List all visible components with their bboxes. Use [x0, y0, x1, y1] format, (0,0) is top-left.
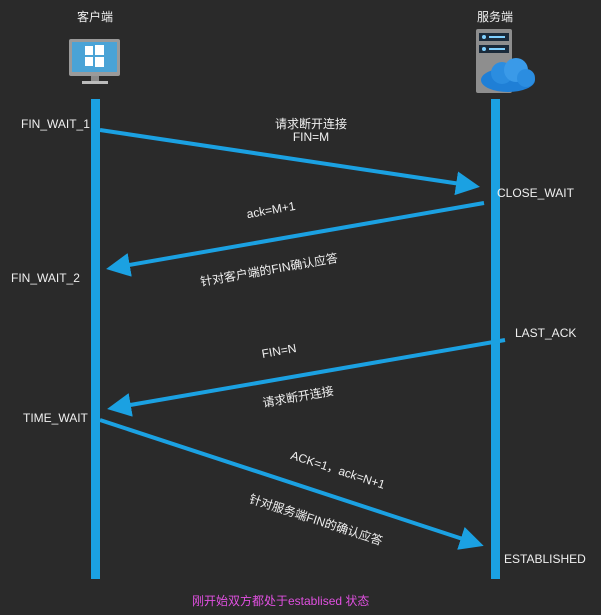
- client-lifeline: [91, 99, 100, 579]
- state-time-wait: TIME_WAIT: [23, 411, 88, 425]
- state-last-ack: LAST_ACK: [515, 326, 577, 340]
- windows-monitor-icon: [69, 39, 120, 84]
- server-lifeline: [491, 99, 500, 579]
- state-close-wait: CLOSE_WAIT: [497, 186, 574, 200]
- client-title: 客户端: [77, 10, 114, 24]
- fin-n-arrow: [107, 338, 506, 417]
- msg1-line2: FIN=M: [292, 130, 330, 144]
- server-title: 服务端: [477, 10, 514, 24]
- state-established: ESTABLISHED: [504, 552, 586, 566]
- state-fin-wait-1: FIN_WAIT_1: [21, 117, 90, 131]
- fin-m-arrow: [99, 128, 480, 196]
- msg1-line1: 请求断开连接: [274, 117, 347, 131]
- ack-n-arrow: [99, 418, 484, 550]
- footnote: 刚开始双方都处于establised 状态: [192, 594, 370, 608]
- state-fin-wait-2: FIN_WAIT_2: [11, 271, 80, 285]
- server-cloud-icon: [476, 29, 535, 93]
- ack-m-arrow: [106, 201, 485, 277]
